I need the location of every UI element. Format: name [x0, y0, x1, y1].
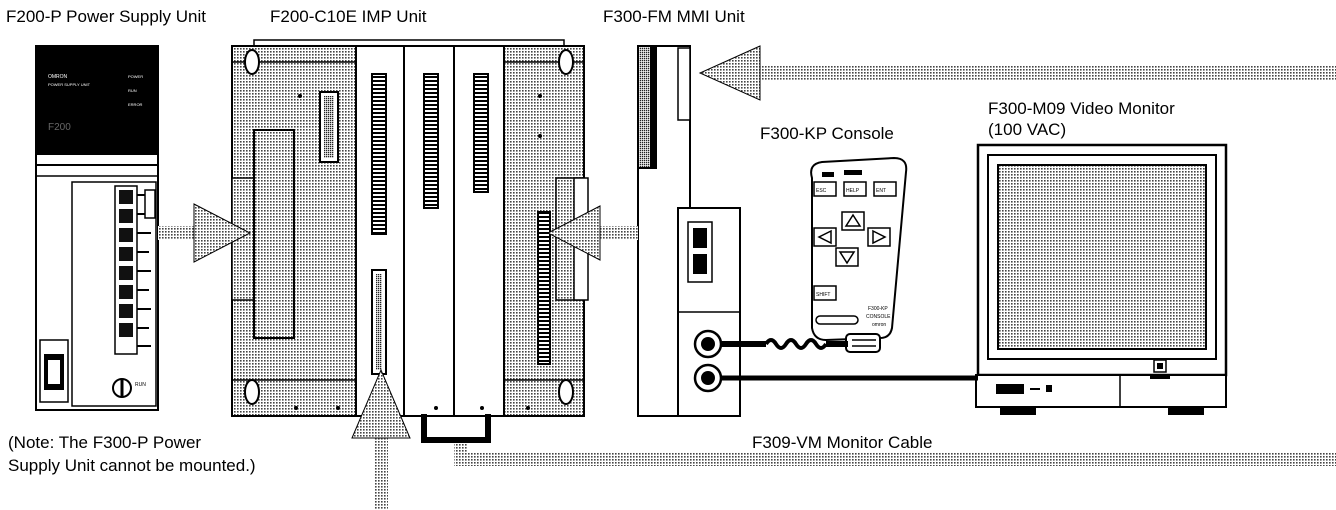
console-label: F300-KP Console [760, 124, 894, 144]
console-type-label: CONSOLE [866, 314, 891, 320]
note-line-1: (Note: The F300-P Power [8, 433, 201, 453]
svg-text:RUN: RUN [128, 88, 137, 93]
console-esc-label: ESC [816, 188, 827, 194]
imp-unit [232, 40, 588, 416]
svg-text:RUN: RUN [135, 382, 146, 388]
imp-unit-label: F200-C10E IMP Unit [270, 7, 427, 27]
svg-text:POWER: POWER [128, 74, 143, 79]
mmi-unit [638, 46, 740, 416]
console-model-label: F300-KP [868, 306, 888, 312]
power-supply-unit: OMRON POWER SUPPLY UNIT POWER RUN ERROR … [36, 46, 158, 410]
monitor-screen [998, 165, 1206, 349]
video-monitor [976, 145, 1226, 415]
console-keypad: ESC HELP ENT SHIFT F300-KP CONSOLE omron [811, 158, 906, 352]
video-monitor-voltage-label: (100 VAC) [988, 120, 1066, 140]
video-monitor-label: F300-M09 Video Monitor [988, 99, 1175, 119]
power-supply-top-panel [37, 47, 157, 155]
mmi-unit-label: F300-FM MMI Unit [603, 7, 745, 27]
power-supply-label: F200-P Power Supply Unit [6, 7, 206, 27]
svg-text:OMRON: OMRON [48, 74, 68, 80]
svg-text:POWER SUPPLY UNIT: POWER SUPPLY UNIT [48, 82, 91, 87]
note-line-2: Supply Unit cannot be mounted.) [8, 456, 256, 476]
svg-text:ERROR: ERROR [128, 102, 143, 107]
monitor-cable-label: F309-VM Monitor Cable [752, 433, 932, 453]
svg-text:F200: F200 [48, 122, 71, 133]
terminal-block [115, 186, 155, 354]
console-help-label: HELP [846, 188, 860, 194]
console-brand-label: omron [872, 322, 886, 328]
console-ent-label: ENT [876, 188, 886, 194]
console-shift-label: SHIFT [816, 292, 830, 298]
